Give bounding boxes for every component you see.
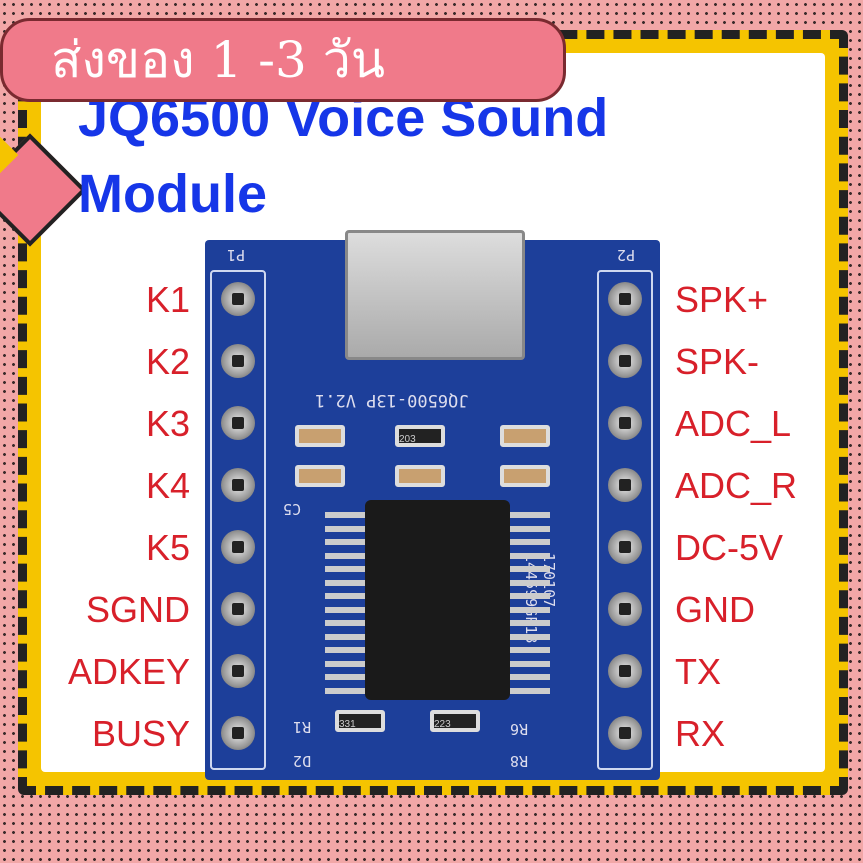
chip-leg [510,647,550,653]
header-pin [608,592,642,626]
ic-chip [365,500,510,700]
header-pin [221,468,255,502]
silk-p2: P2 [617,246,636,264]
header-pin [221,716,255,750]
chip-leg [510,620,550,626]
silk-r8: R8 [510,752,529,770]
pin-label-right: SPK+ [675,279,769,320]
chip-leg [325,660,365,667]
header-pin [608,468,642,502]
chip-leg [325,620,365,626]
pin-label-right: TX [675,651,722,692]
chip-leg [325,539,365,545]
pin-label-right: ADC_R [675,465,798,506]
header-pin [221,406,255,440]
chip-leg [325,606,365,613]
pin-label-left: BUSY [91,713,190,754]
header-pin [608,654,642,688]
header-pin [221,530,255,564]
pin-label-left: K4 [145,465,190,506]
chip-leg [325,552,365,559]
header-pin [221,592,255,626]
chip-leg [325,566,365,572]
pin-label-left: K5 [145,527,190,568]
chip-leg [510,512,550,518]
silk-d2: D2 [293,752,312,770]
header-pin [608,530,642,564]
chip-leg [510,539,550,545]
pin-header-p2 [597,270,653,770]
chip-leg [325,593,365,599]
chip-leg [325,687,365,694]
header-pin [608,344,642,378]
header-pin [608,282,642,316]
header-pin [608,716,642,750]
chip-leg [510,552,550,559]
pin-label-left: K2 [145,341,190,382]
chip-leg [510,687,550,694]
chip-leg [510,660,550,667]
header-pin [221,654,255,688]
chip-leg [510,633,550,640]
micro-usb-port [345,230,525,360]
chip-leg [325,579,365,586]
header-pin [221,282,255,316]
pcb-module-photo: P1 P2 JQ6500-13P V2.1 C5 R1 D2 R6 R8 170… [205,230,660,780]
chip-leg [510,593,550,599]
resistor-code: 223 [434,719,451,730]
silk-c5: C5 [283,500,302,518]
pin-label-right: SPK- [675,341,760,382]
pin-label-left: K3 [145,403,190,444]
header-pin [608,406,642,440]
chip-leg [325,674,365,680]
chip-leg [510,525,550,532]
silk-r6: R6 [510,720,529,738]
resistor-code: 203 [399,434,416,445]
chip-leg [325,647,365,653]
header-pin [221,344,255,378]
pin-label-right: ADC_L [675,403,792,444]
pin-label-left: ADKEY [67,651,190,692]
chip-leg [510,674,550,680]
chip-leg [510,579,550,586]
resistor-code: 331 [339,719,356,730]
chip-leg [510,606,550,613]
pin-label-right: DC-5V [675,527,784,568]
pin-label-left: K1 [145,279,190,320]
chip-leg [325,633,365,640]
silk-r1: R1 [293,718,312,736]
product-title: JQ6500 Voice Sound Module [78,88,609,224]
silk-chip-code: 170107 144599GP18 [522,553,558,643]
pin-label-left: SGND [85,589,190,630]
pin-label-right: RX [675,713,726,754]
silk-model: JQ6500-13P V2.1 [315,390,469,410]
shipping-banner: ส่งของ 1 -3 วัน [0,18,566,102]
silk-p1: P1 [227,246,246,264]
pin-label-right: GND [675,589,755,630]
pin-header-p1 [210,270,266,770]
chip-leg [510,566,550,572]
chip-leg [325,512,365,518]
chip-leg [325,525,365,532]
